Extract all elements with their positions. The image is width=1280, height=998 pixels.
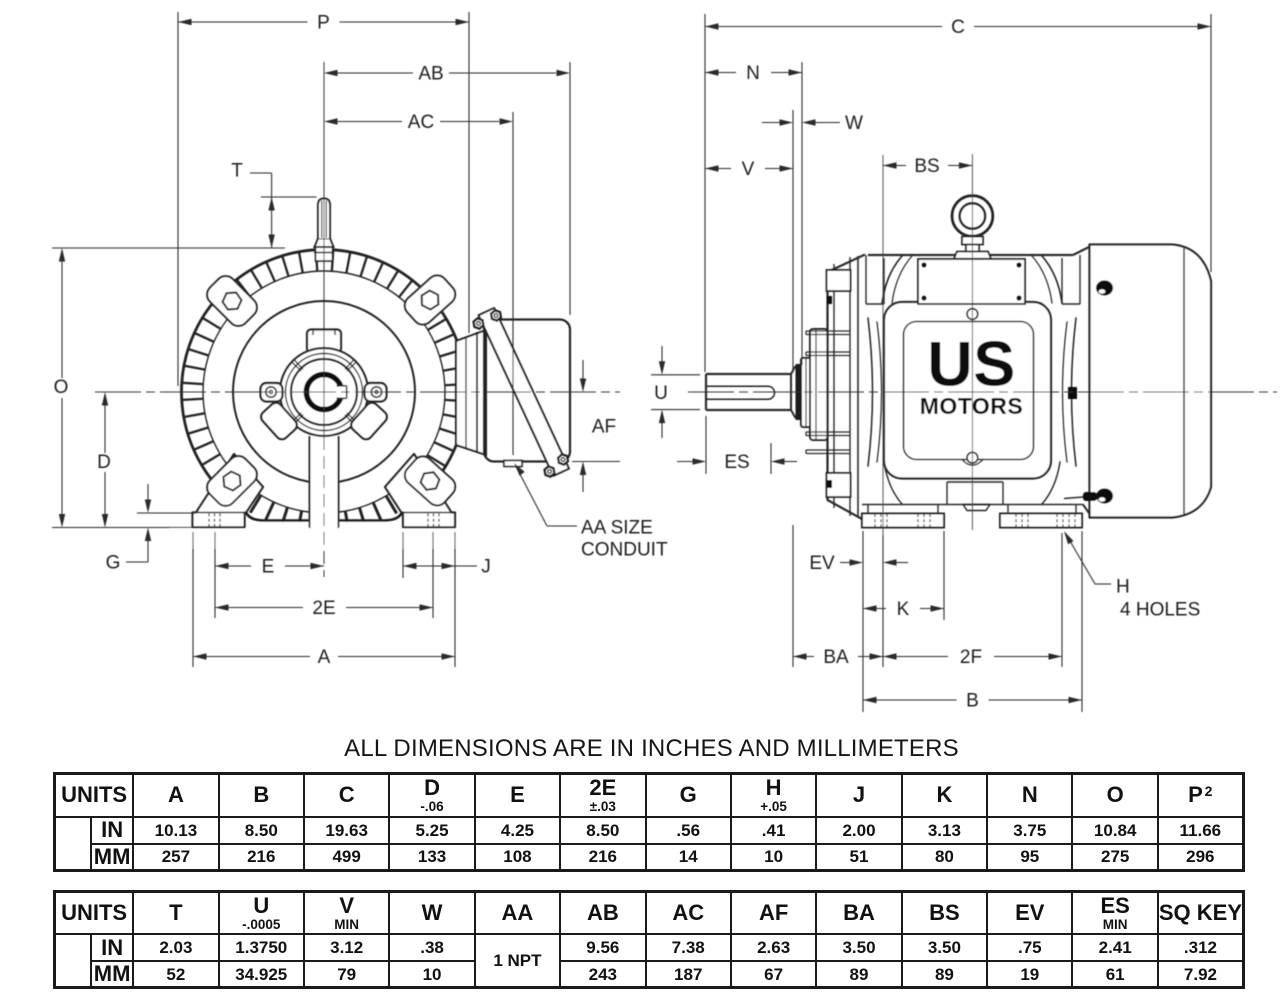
svg-text:V: V xyxy=(742,159,755,180)
svg-text:4 HOLES: 4 HOLES xyxy=(1120,600,1200,621)
svg-text:C: C xyxy=(951,17,965,38)
svg-text:2E: 2E xyxy=(312,598,335,619)
svg-text:N: N xyxy=(746,63,760,84)
svg-text:2F: 2F xyxy=(960,647,982,668)
svg-text:J: J xyxy=(481,557,491,578)
svg-text:A: A xyxy=(318,647,331,668)
svg-text:H: H xyxy=(1116,577,1130,598)
svg-text:CONDUIT: CONDUIT xyxy=(581,540,668,561)
svg-text:AC: AC xyxy=(408,112,434,133)
svg-text:T: T xyxy=(231,161,243,182)
svg-text:EV: EV xyxy=(809,553,835,574)
svg-text:E: E xyxy=(262,557,275,578)
svg-text:AF: AF xyxy=(592,417,616,438)
svg-text:G: G xyxy=(106,553,121,574)
svg-text:W: W xyxy=(845,113,863,134)
svg-text:AA SIZE: AA SIZE xyxy=(581,518,653,539)
svg-text:P: P xyxy=(317,13,330,34)
svg-text:B: B xyxy=(966,691,979,712)
svg-text:D: D xyxy=(97,452,111,473)
svg-text:AB: AB xyxy=(418,64,443,85)
svg-text:O: O xyxy=(54,377,69,398)
svg-text:K: K xyxy=(897,599,910,620)
svg-text:MOTORS: MOTORS xyxy=(920,393,1024,419)
svg-text:BS: BS xyxy=(914,156,939,177)
svg-text:U: U xyxy=(654,383,668,404)
svg-text:ES: ES xyxy=(724,452,749,473)
svg-text:BA: BA xyxy=(823,647,849,668)
svg-text:US: US xyxy=(927,330,1016,400)
